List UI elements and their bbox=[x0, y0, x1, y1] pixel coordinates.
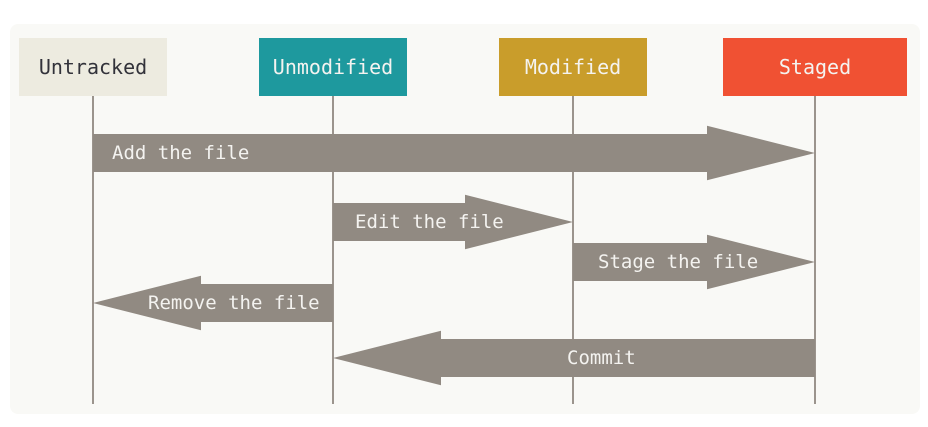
arrow-body bbox=[441, 339, 815, 377]
arrow-body bbox=[201, 284, 333, 322]
diagram-panel: Add the file Edit the file Stage the fil… bbox=[10, 24, 920, 414]
arrow-body bbox=[93, 134, 707, 172]
arrow-body bbox=[573, 243, 707, 281]
state-box-staged: Staged bbox=[723, 38, 907, 96]
arrowhead-right-icon bbox=[707, 125, 815, 181]
arrow-label: Commit bbox=[567, 347, 636, 369]
arrow-commit: Commit bbox=[333, 327, 815, 389]
arrow-body bbox=[333, 203, 465, 241]
arrow-add-the-file: Add the file bbox=[93, 122, 815, 184]
state-label: Staged bbox=[778, 55, 852, 79]
arrow-label: Add the file bbox=[112, 142, 250, 164]
state-box-modified: Modified bbox=[499, 38, 647, 96]
state-label: Untracked bbox=[38, 55, 148, 79]
state-label: Modified bbox=[524, 55, 622, 79]
lifeline-untracked bbox=[92, 96, 94, 404]
state-box-unmodified: Unmodified bbox=[259, 38, 407, 96]
arrow-label: Edit the file bbox=[355, 211, 504, 233]
arrow-label: Remove the file bbox=[148, 292, 320, 314]
arrow-remove-the-file: Remove the file bbox=[93, 272, 333, 334]
arrow-stage-the-file: Stage the file bbox=[573, 231, 815, 293]
lifeline-unmodified bbox=[332, 96, 334, 404]
arrow-edit-the-file: Edit the file bbox=[333, 191, 573, 253]
lifeline-staged bbox=[814, 96, 816, 404]
state-label: Unmodified bbox=[272, 55, 394, 79]
arrowhead-left-icon bbox=[333, 330, 441, 386]
arrow-label: Stage the file bbox=[598, 251, 759, 273]
state-box-untracked: Untracked bbox=[19, 38, 167, 96]
